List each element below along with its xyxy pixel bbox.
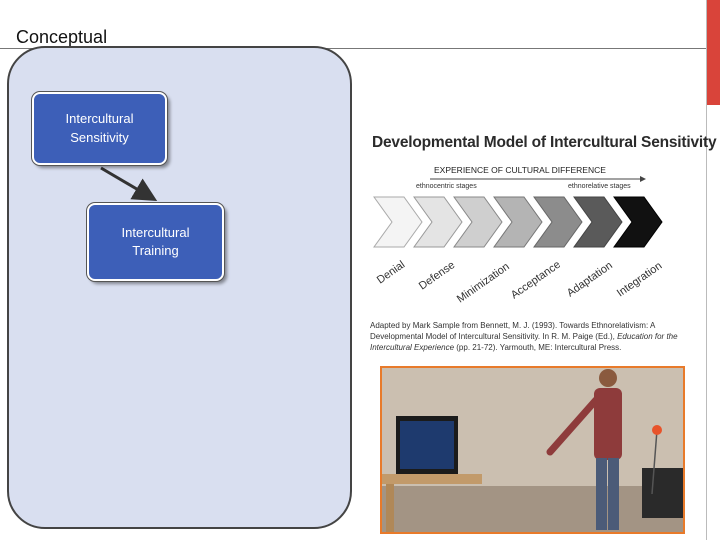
photo-scene-image — [382, 368, 683, 532]
chevron-integration-shade — [573, 196, 623, 248]
stage-label-denial: Denial — [375, 259, 407, 287]
chevron-defense — [413, 196, 463, 248]
caption-publisher: (pp. 21-72). Yarmouth, ME: Intercultural… — [454, 342, 622, 352]
stage-label-adaptation: Adaptation — [565, 259, 615, 299]
stage-label-minimization: Minimization — [455, 261, 512, 306]
chevron-adaptation — [533, 196, 583, 248]
dmis-arrows: Denial Defense Minimization Acceptance A… — [373, 176, 664, 306]
chevron-integration — [613, 196, 663, 248]
chevron-denial — [373, 196, 423, 248]
stage-label-acceptance: Acceptance — [509, 259, 563, 302]
dmis-caption: Adapted by Mark Sample from Bennett, M. … — [370, 321, 692, 353]
right-edge-bar — [706, 0, 720, 540]
ethnocentric-label: ethnocentric stages — [416, 183, 477, 190]
chevron-acceptance — [493, 196, 543, 248]
title-divider — [0, 48, 706, 49]
stand — [651, 429, 658, 495]
stage-label-integration: Integration — [615, 260, 664, 300]
stage-labels: Denial Defense Minimization Acceptance A… — [375, 259, 664, 306]
intercultural-training-node[interactable]: Intercultural Training — [87, 203, 224, 281]
stage-chevrons — [373, 196, 663, 248]
node-label: Intercultural Training — [121, 224, 190, 258]
dmis-figure: Developmental Model of Intercultural Sen… — [370, 127, 717, 363]
slide-title: Conceptual — [16, 27, 108, 47]
stage-label-defense: Defense — [417, 259, 457, 292]
chair — [642, 468, 683, 518]
node-label: Intercultural Sensitivity — [65, 111, 134, 145]
intercultural-sensitivity-node[interactable]: Intercultural Sensitivity — [32, 92, 167, 165]
training-photo — [380, 366, 685, 534]
ethnorelative-label: ethnorelative stages — [568, 183, 631, 190]
experience-label: EXPERIENCE OF CULTURAL DIFFERENCE — [434, 165, 606, 175]
ball — [652, 425, 662, 435]
dmis-title: Developmental Model of Intercultural Sen… — [372, 134, 717, 151]
chevron-minimization — [453, 196, 503, 248]
caption-text: Adapted by Mark Sample from Bennett, M. … — [370, 321, 655, 341]
person — [546, 369, 622, 530]
caption-book-title: Education for the Intercultural Experien… — [370, 331, 678, 352]
accent-bar — [707, 0, 720, 105]
experience-arrowhead — [640, 176, 646, 182]
desk — [382, 474, 482, 484]
